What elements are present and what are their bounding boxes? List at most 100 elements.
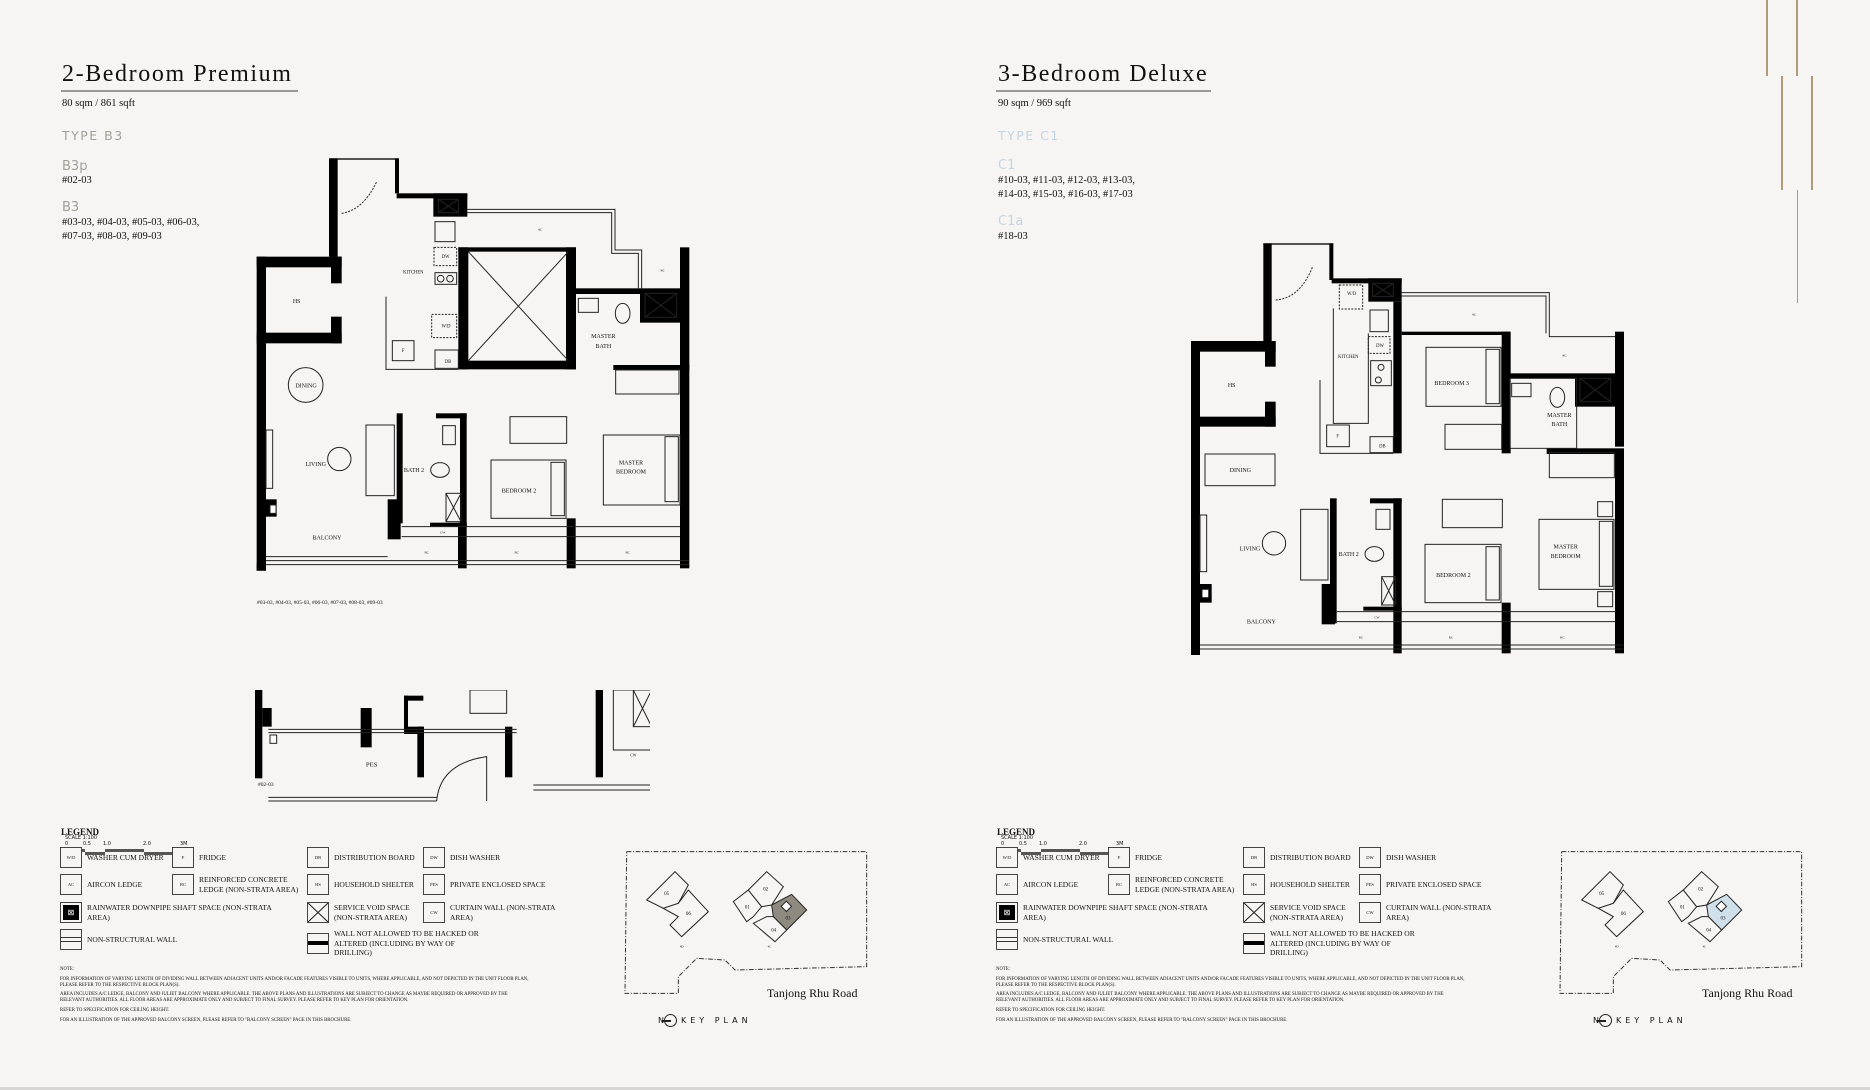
legend-label: DISTRIBUTION BOARD: [1270, 852, 1351, 862]
wall: [566, 518, 576, 569]
distribution-board-icon: DB: [307, 847, 329, 868]
label-rc: RC: [514, 551, 519, 555]
note-line: AREA INCLUDES A/C LEDGE, BALCONY AND JUL…: [996, 992, 1444, 1004]
wall: [396, 413, 403, 524]
room-label-master-bath: BATH: [595, 344, 611, 350]
notes: NOTE:FOR INFORMATION OF VARYING LENGTH O…: [60, 967, 530, 1028]
scale-label: SCALE 1:100: [65, 835, 98, 841]
room-label-hs: HS: [1228, 383, 1236, 389]
room-label-bath-2: BATH 2: [1339, 552, 1359, 558]
variant-units: #03-03, #04-03, #05-03, #06-03,: [62, 217, 200, 228]
legend-label: PRIVATE ENCLOSED SPACE: [450, 879, 546, 889]
wall: [1510, 373, 1575, 379]
room-label-master-bath: MASTER: [591, 334, 615, 340]
label-wd: W/D: [441, 325, 451, 330]
north-arrow-icon: [661, 1014, 677, 1027]
title-underline: [996, 90, 1211, 92]
scale-tick-label: 0: [1001, 841, 1005, 847]
site-boundary: [624, 851, 868, 994]
legend-code: HS: [315, 882, 321, 887]
legend-label: WASHER CUM DRYER: [87, 852, 164, 862]
washer-cum-dryer-icon: W/D: [60, 847, 82, 868]
floor-plan-2-bedroom: KITCHEN HS DINING LIVING BATH 2 BEDROOM …: [256, 158, 690, 571]
note-line: FOR INFORMATION OF VARYING LENGTH OF DIV…: [996, 976, 1465, 988]
wall: [360, 708, 372, 748]
unit-area: 90 sqm / 969 sqft: [998, 98, 1071, 109]
legend-item-fridge: F FRIDGE: [1108, 847, 1235, 868]
variant-name: B3: [62, 200, 80, 215]
tile-label: 05: [1599, 892, 1605, 897]
wall: [458, 247, 576, 252]
variant-units: #10-03, #11-03, #12-03, #13-03,: [998, 175, 1135, 186]
wall: [404, 726, 424, 734]
label-rc: RC: [1359, 635, 1364, 639]
wall: [1329, 243, 1334, 280]
legend-code: RC: [1115, 882, 1122, 887]
legend-label: SERVICE VOID SPACE (NON-STRATA AREA): [334, 903, 410, 922]
wall: [458, 360, 576, 370]
key-plan-label: KEY PLAN: [1615, 1016, 1687, 1025]
legend-item-service-void-space: SERVICE VOID SPACE (NON-STRATA AREA): [1243, 902, 1355, 923]
accent-line: [1797, 190, 1798, 303]
wall: [1265, 401, 1276, 427]
unit-type: TYPE B3: [62, 128, 124, 143]
wall: [1263, 243, 1334, 245]
north-arrow-icon: [1596, 1014, 1612, 1027]
unit-type: TYPE C1: [998, 128, 1060, 143]
variant-name: B3p: [62, 159, 88, 174]
wall: [262, 708, 272, 727]
room-label-kitchen: KITCHEN: [403, 271, 424, 276]
service-void-icon: [308, 903, 328, 922]
legend-code: RC: [179, 882, 186, 887]
legend-item-private-enclosed-space: PES PRIVATE ENCLOSED SPACE: [423, 874, 560, 895]
wall: [404, 695, 408, 734]
wall: [566, 247, 576, 370]
key-plan-tile-02: [747, 870, 784, 908]
room-label-bath-2: BATH 2: [404, 468, 424, 474]
wall: [1191, 416, 1276, 427]
service-void-space-icon: [1243, 902, 1265, 923]
label-fridge: F: [402, 349, 405, 354]
room-label-bedroom-2: BEDROOM 2: [502, 488, 537, 494]
scale-label: SCALE 1:100: [1001, 835, 1034, 841]
private-enclosed-space-icon: PES: [1359, 874, 1381, 895]
legend-item-dish-washer: DW DISH WASHER: [423, 847, 560, 868]
reinforced-concrete-ledge-icon: RC: [1108, 874, 1130, 895]
legend-label: RAINWATER DOWNPIPE SHAFT SPACE (NON-STRA…: [1023, 903, 1208, 922]
household-shelter-icon: HS: [307, 874, 329, 895]
legend-item-reinforced-concrete-ledge: RC REINFORCED CONCRETE LEDGE (NON-STRATA…: [172, 874, 299, 895]
washer-cum-dryer-icon: W/D: [996, 847, 1018, 868]
north-label: N: [1593, 1016, 1599, 1025]
wall: [430, 522, 467, 527]
variant-units: #07-03, #08-03, #09-03: [62, 231, 162, 242]
legend-label: WASHER CUM DRYER: [1023, 852, 1100, 862]
wall: [436, 413, 467, 419]
legend-label: CURTAIN WALL (NON-STRATA AREA): [1386, 903, 1492, 922]
ac-ledge-outline: [1401, 295, 1547, 334]
wall: [331, 256, 342, 284]
label-fridge: F: [1336, 434, 1339, 439]
wall: [1191, 341, 1276, 352]
legend-code: F: [1117, 855, 1121, 860]
non-structural-wall-icon: [61, 937, 81, 942]
accent-line: [1781, 76, 1783, 190]
wall: [1363, 606, 1402, 611]
wall: [396, 193, 468, 199]
wall: [613, 365, 690, 370]
tile-label: 06: [686, 912, 692, 917]
room-label-bedroom-3: BEDROOM 3: [1434, 381, 1469, 387]
legend-label: DISTRIBUTION BOARD: [334, 852, 415, 862]
legend-label: REINFORCED CONCRETE LEDGE (NON-STRATA AR…: [1135, 875, 1235, 894]
scale-segment: [85, 852, 105, 855]
room-label-master-bath: MASTER: [1547, 413, 1571, 419]
label-ac: AC: [538, 228, 543, 232]
aircon-ledge-icon: AC: [996, 874, 1018, 895]
wall: [1330, 498, 1337, 624]
rainwater-downpipe-icon: ⊠: [996, 902, 1018, 923]
legend-item-wall-not-hackable: WALL NOT ALLOWED TO BE HACKED OR ALTERED…: [1243, 929, 1420, 958]
road-label: Tanjong Rhu Road: [767, 986, 858, 1000]
aircon-ledge-icon: AC: [60, 874, 82, 895]
unit-area: 80 sqm / 861 sqft: [62, 98, 135, 109]
key-plan-label: KEY PLAN: [680, 1016, 752, 1025]
legend-item-aircon-ledge: AC AIRCON LEDGE: [60, 874, 167, 895]
